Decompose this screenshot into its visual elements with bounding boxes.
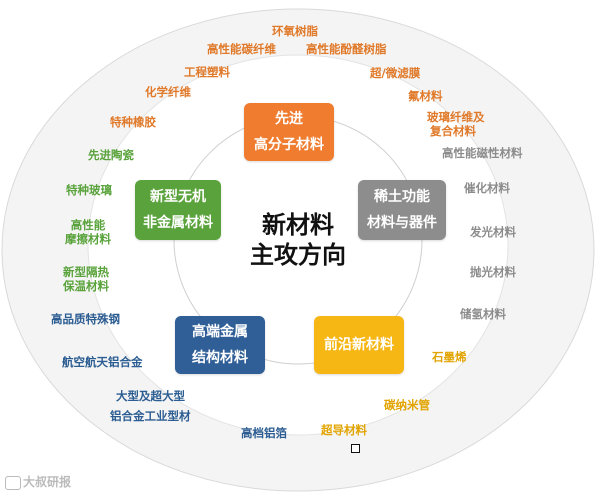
node-rare-earth-line1: 稀土功能	[374, 189, 430, 205]
center-title-line2: 主攻方向	[250, 241, 346, 269]
label-fluorine-material: 氟材料	[408, 89, 443, 103]
node-advanced-polymer-line1: 先进	[275, 111, 303, 127]
node-high-end-metal-line1: 高端金属	[192, 324, 248, 340]
label-special-rubber: 特种橡胶	[110, 115, 156, 129]
label-catalytic-material: 催化材料	[464, 181, 510, 195]
node-high-end-metal-line2: 结构材料	[192, 350, 248, 366]
label-polishing-material: 抛光材料	[470, 265, 516, 279]
label-composite: 复合材料	[430, 124, 476, 138]
node-advanced-polymer: 先进 高分子材料	[244, 103, 334, 161]
label-friction-material: 摩擦材料	[65, 232, 111, 246]
label-phenolic-resin: 高性能酚醛树脂	[306, 42, 387, 56]
label-superconductor: 超导材料	[321, 423, 367, 437]
label-aluminum-foil: 高档铝箔	[241, 426, 287, 440]
label-special-glass: 特种玻璃	[66, 183, 112, 197]
watermark-text: 大叔研报	[23, 475, 72, 489]
center-title: 新材料 主攻方向	[233, 210, 363, 270]
label-hydrogen-storage: 储氢材料	[460, 307, 506, 321]
node-high-end-metal: 高端金属 结构材料	[175, 316, 265, 374]
label-aerospace-aluminum: 航空航天铝合金	[62, 355, 143, 369]
node-inorganic: 新型无机 非金属材料	[135, 180, 221, 240]
label-epoxy-resin: 环氧树脂	[272, 24, 318, 38]
node-inorganic-line2: 非金属材料	[143, 215, 213, 231]
small-square-marker	[351, 444, 360, 453]
label-thermal-material: 保温材料	[63, 279, 109, 293]
node-advanced-polymer-line2: 高分子材料	[254, 137, 324, 153]
label-engineering-plastics: 工程塑料	[184, 65, 230, 79]
label-new-insulation: 新型隔热	[63, 265, 109, 279]
label-high-performance: 高性能	[70, 218, 106, 232]
label-aluminum-profile: 铝合金工业型材	[110, 409, 191, 423]
node-frontier: 前沿新材料	[314, 316, 404, 374]
label-chemical-fiber: 化学纤维	[145, 85, 191, 99]
label-graphene: 石墨烯	[432, 350, 467, 364]
node-frontier-line1: 前沿新材料	[324, 337, 394, 353]
label-magnetic-material: 高性能磁性材料	[442, 146, 523, 160]
label-carbon-nanotube: 碳纳米管	[384, 398, 430, 412]
watermark: 大叔研报	[5, 473, 71, 490]
node-rare-earth-line2: 材料与器件	[367, 215, 437, 231]
label-luminescent-material: 发光材料	[470, 225, 516, 239]
node-rare-earth: 稀土功能 材料与器件	[358, 180, 446, 240]
label-filtration-membrane: 超/微滤膜	[370, 66, 421, 80]
center-title-line1: 新材料	[262, 211, 334, 239]
label-large-scale: 大型及超大型	[116, 389, 185, 403]
label-glass-fiber: 玻璃纤维及	[427, 110, 485, 124]
node-inorganic-line1: 新型无机	[150, 189, 206, 205]
label-special-steel: 高品质特殊钢	[51, 312, 120, 326]
watermark-icon	[5, 475, 21, 490]
label-advanced-ceramics: 先进陶瓷	[88, 148, 134, 162]
label-carbon-fiber: 高性能碳纤维	[207, 42, 276, 56]
